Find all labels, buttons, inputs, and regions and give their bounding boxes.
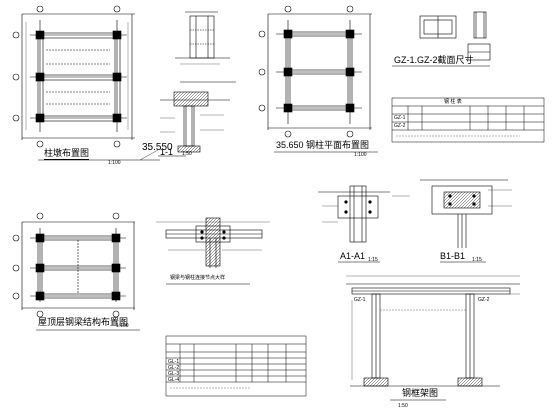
column-pier-plan [12, 5, 160, 161]
section-1-1-scale: 1:50 [182, 151, 192, 157]
detail-a1-a1 [318, 185, 410, 263]
roof-beam-plan-title: 屋顶层钢梁结构布置图 [38, 317, 129, 327]
steel-frame-elevation [346, 275, 520, 401]
steel-column-plan-scale: 1:100 [354, 152, 367, 158]
column-table-row-gz1: GZ-1 [394, 115, 406, 121]
column-section-sizes [392, 11, 491, 67]
beam-table-row-gl4: GL-4 [168, 377, 180, 383]
detail-b1-scale: 1:15 [472, 257, 482, 263]
roof-beam-plan [12, 212, 140, 331]
column-table-row-gz2: GZ-2 [394, 123, 406, 129]
column-elevation-detail [175, 11, 236, 83]
steel-frame-scale: 1:50 [398, 403, 408, 409]
column-section-title: GZ-1.GZ-2截面尺寸 [394, 55, 474, 65]
column-pier-elevation: 35.550 [142, 142, 173, 153]
steel-column-plan-title: 35.650 钢柱平面布置图 [276, 140, 370, 150]
detail-b1-title: B1-B1 [440, 251, 466, 261]
detail-b1-b1 [420, 179, 512, 263]
section-1-1-title: 1-1 [160, 147, 174, 157]
beam-table-row-gl2: GL-2 [168, 365, 180, 371]
beam-column-joint-detail [156, 217, 270, 285]
beam-table-row-gl3: GL-3 [168, 371, 180, 377]
detail-a1-scale: 1:15 [368, 257, 378, 263]
beam-table-row-gl1: GL-1 [168, 359, 180, 365]
beam-joint-detail-title: 钢梁与钢柱连接节点大样 [170, 275, 226, 281]
frame-label-gz1: GZ-1 [354, 297, 366, 303]
steel-beam-table [165, 335, 307, 397]
detail-a1-title: A1-A1 [340, 251, 366, 261]
column-table-heading: 钢 柱 表 [444, 99, 462, 105]
steel-column-table [391, 97, 545, 143]
frame-label-gz2: GZ-2 [478, 297, 490, 303]
column-pier-plan-title: 柱墩布置图 [44, 148, 90, 160]
steel-frame-title: 钢框架图 [402, 388, 439, 398]
roof-beam-plan-scale: 1:100 [116, 323, 129, 329]
section-1-1 [158, 91, 230, 157]
steel-column-plan [258, 5, 378, 153]
column-pier-plan-scale: 1:100 [108, 160, 121, 166]
